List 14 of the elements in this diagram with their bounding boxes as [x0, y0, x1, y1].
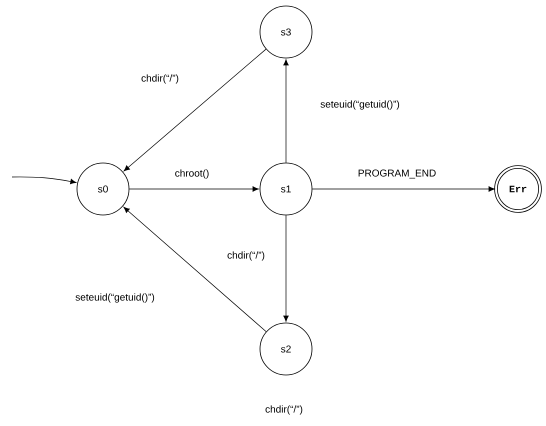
arrow	[129, 186, 259, 192]
transition-label: chdir(“/”)	[266, 405, 302, 415]
edge-label: chdir(“/”)	[226, 250, 266, 262]
arrow	[12, 176, 76, 184]
arrow	[283, 59, 289, 163]
edge-label: PROGRAM_END	[356, 168, 438, 180]
edge-label: seteuid(“getuid()”)	[74, 292, 156, 304]
edge-label: chdir(“/”)	[140, 73, 180, 85]
arrow	[123, 206, 266, 332]
edge-label: chroot()	[174, 168, 210, 180]
arrow	[283, 215, 289, 322]
arrow	[124, 48, 266, 172]
edge-label: seteuid(“getuid()”)	[319, 99, 401, 111]
arrow	[312, 186, 495, 192]
